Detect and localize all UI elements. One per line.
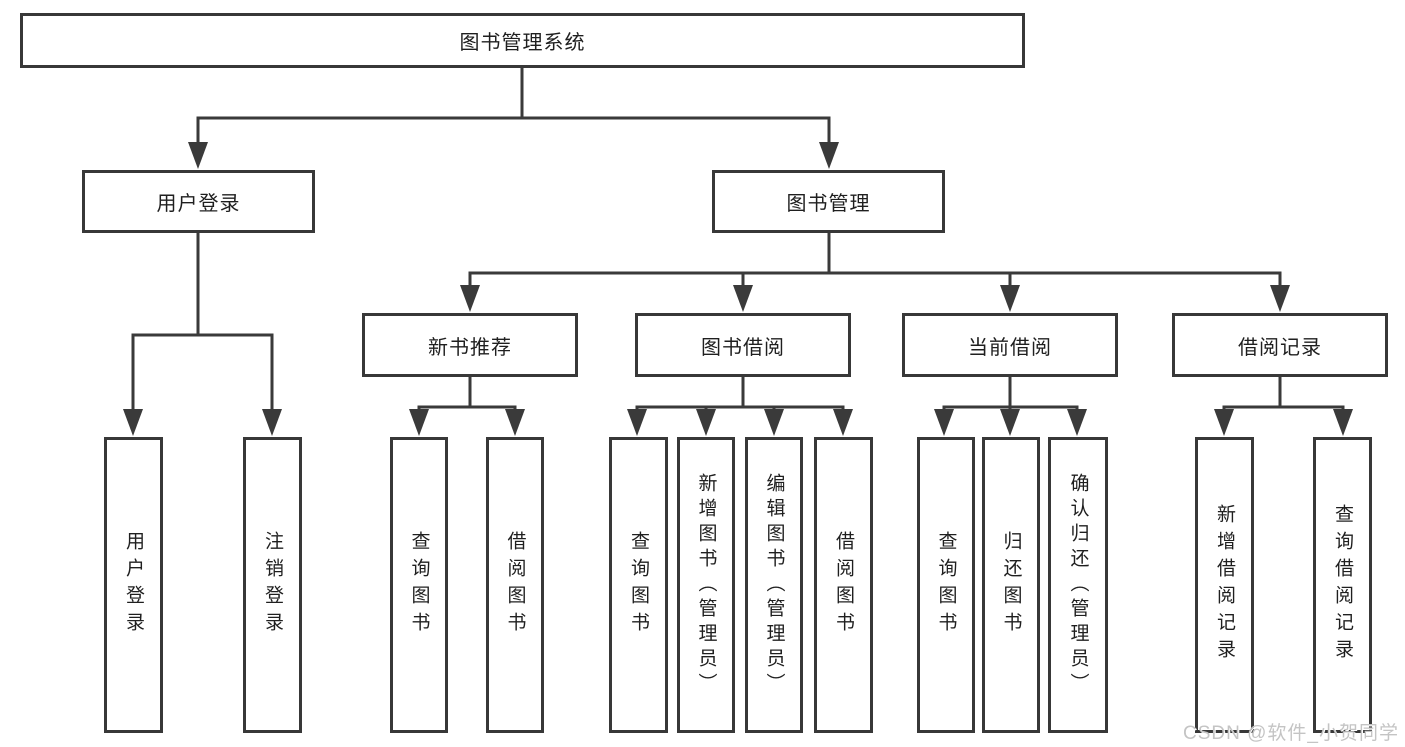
node-book-borrow-label: 图书借阅 xyxy=(701,336,785,359)
node-root-label: 图书管理系统 xyxy=(459,32,586,54)
node-book-management: 图书管理 xyxy=(712,170,945,233)
leaf-cb-confirm-return-admin: 确认归还（管理员） xyxy=(1048,437,1108,733)
node-root: 图书管理系统 xyxy=(20,13,1025,68)
leaf-bb-add-books-admin-label: 新增图书（管理员） xyxy=(695,472,717,698)
leaf-user-login-label: 用户登录 xyxy=(123,531,144,639)
node-book-borrow: 图书借阅 xyxy=(635,313,851,377)
leaf-br-query-record: 查询借阅记录 xyxy=(1313,437,1372,733)
leaf-br-add-record-label: 新增借阅记录 xyxy=(1214,504,1235,666)
leaf-nb-query-books-label: 查询图书 xyxy=(408,531,430,639)
leaf-bb-edit-books-admin-label: 编辑图书（管理员） xyxy=(763,472,785,698)
leaf-cb-confirm-return-admin-label: 确认归还（管理员） xyxy=(1067,472,1089,698)
leaf-user-login: 用户登录 xyxy=(104,437,163,733)
leaf-bb-query-books: 查询图书 xyxy=(609,437,668,733)
arrowheads xyxy=(123,142,1353,436)
node-borrow-records: 借阅记录 xyxy=(1172,313,1388,377)
node-current-borrow: 当前借阅 xyxy=(902,313,1118,377)
leaf-cb-return-books: 归还图书 xyxy=(982,437,1040,733)
leaf-br-add-record: 新增借阅记录 xyxy=(1195,437,1254,733)
leaf-bb-add-books-admin: 新增图书（管理员） xyxy=(677,437,735,733)
leaf-bb-borrow-books: 借阅图书 xyxy=(814,437,873,733)
leaf-nb-borrow-books: 借阅图书 xyxy=(486,437,544,733)
leaf-logout: 注销登录 xyxy=(243,437,302,733)
node-user-login: 用户登录 xyxy=(82,170,315,233)
leaf-nb-query-books: 查询图书 xyxy=(390,437,448,733)
node-new-book-recommend: 新书推荐 xyxy=(362,313,578,377)
leaf-cb-query-books: 查询图书 xyxy=(917,437,975,733)
leaf-br-query-record-label: 查询借阅记录 xyxy=(1332,504,1353,666)
leaf-bb-borrow-books-label: 借阅图书 xyxy=(833,531,854,639)
node-current-borrow-label: 当前借阅 xyxy=(968,336,1052,359)
leaf-logout-label: 注销登录 xyxy=(262,531,283,639)
leaf-cb-return-books-label: 归还图书 xyxy=(1000,531,1022,639)
leaf-nb-borrow-books-label: 借阅图书 xyxy=(504,531,526,639)
leaf-bb-query-books-label: 查询图书 xyxy=(628,531,649,639)
node-book-management-label: 图书管理 xyxy=(786,193,871,215)
node-new-book-recommend-label: 新书推荐 xyxy=(428,336,512,359)
node-borrow-records-label: 借阅记录 xyxy=(1238,336,1322,359)
node-user-login-label: 用户登录 xyxy=(156,193,241,215)
leaf-cb-query-books-label: 查询图书 xyxy=(935,531,957,639)
leaf-bb-edit-books-admin: 编辑图书（管理员） xyxy=(745,437,803,733)
